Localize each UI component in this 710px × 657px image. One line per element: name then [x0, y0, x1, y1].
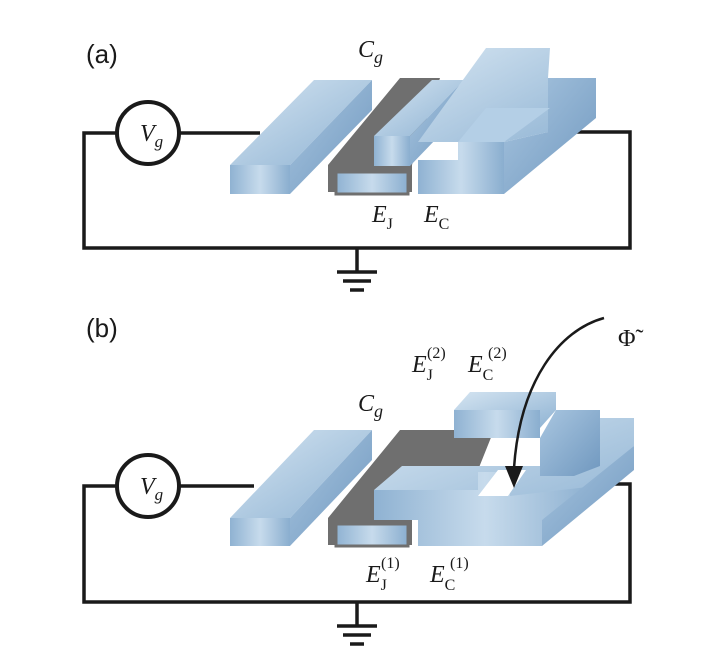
gate-cap-label-a: Cg — [358, 37, 383, 67]
junction-energy-2-label: EJ — [411, 352, 433, 384]
charging-energy-label-a: EC — [423, 202, 449, 233]
junction-energy-label-a: EJ — [371, 202, 393, 233]
svg-text:Vg: Vg — [140, 474, 163, 504]
voltage-source-a: Vg — [115, 100, 181, 166]
flux-label: Φ̃ — [618, 326, 644, 352]
junction-energy-2-sup: (2) — [427, 345, 446, 362]
charging-energy-2-sup: (2) — [488, 345, 507, 362]
flux-arrow — [505, 316, 605, 488]
panel-b: (b) Vg — [82, 313, 644, 646]
svg-text:Vg: Vg — [140, 121, 163, 151]
gate-cap-label-b: Cg — [358, 391, 383, 421]
charging-energy-2-label: EC — [467, 352, 493, 384]
panel-b-tag: (b) — [86, 313, 118, 343]
sqp-device-b — [230, 392, 634, 548]
source-symbol: V — [140, 121, 157, 147]
gate-electrode-top — [230, 80, 372, 165]
gate-electrode-top — [230, 430, 372, 518]
junction-tab — [334, 522, 410, 548]
ground-icon — [337, 270, 377, 292]
sqp-device-a — [230, 48, 596, 196]
charging-energy-1-sup: (1) — [450, 555, 469, 572]
charging-energy-1-label: EC — [429, 562, 455, 594]
panel-a-tag: (a) — [86, 39, 118, 69]
voltage-source-b: Vg — [115, 453, 181, 519]
junction-energy-1-sup: (1) — [381, 555, 400, 572]
source-subscript: g — [155, 485, 164, 504]
source-symbol: V — [140, 474, 157, 500]
source-subscript: g — [155, 132, 164, 151]
ground-icon — [337, 624, 377, 646]
junction-energy-1-label: EJ — [365, 562, 387, 594]
circuit-wire-b — [82, 482, 632, 626]
junction-tab — [334, 170, 410, 196]
circuit-wire-a — [82, 130, 632, 272]
panel-a: (a) Vg — [82, 37, 632, 292]
